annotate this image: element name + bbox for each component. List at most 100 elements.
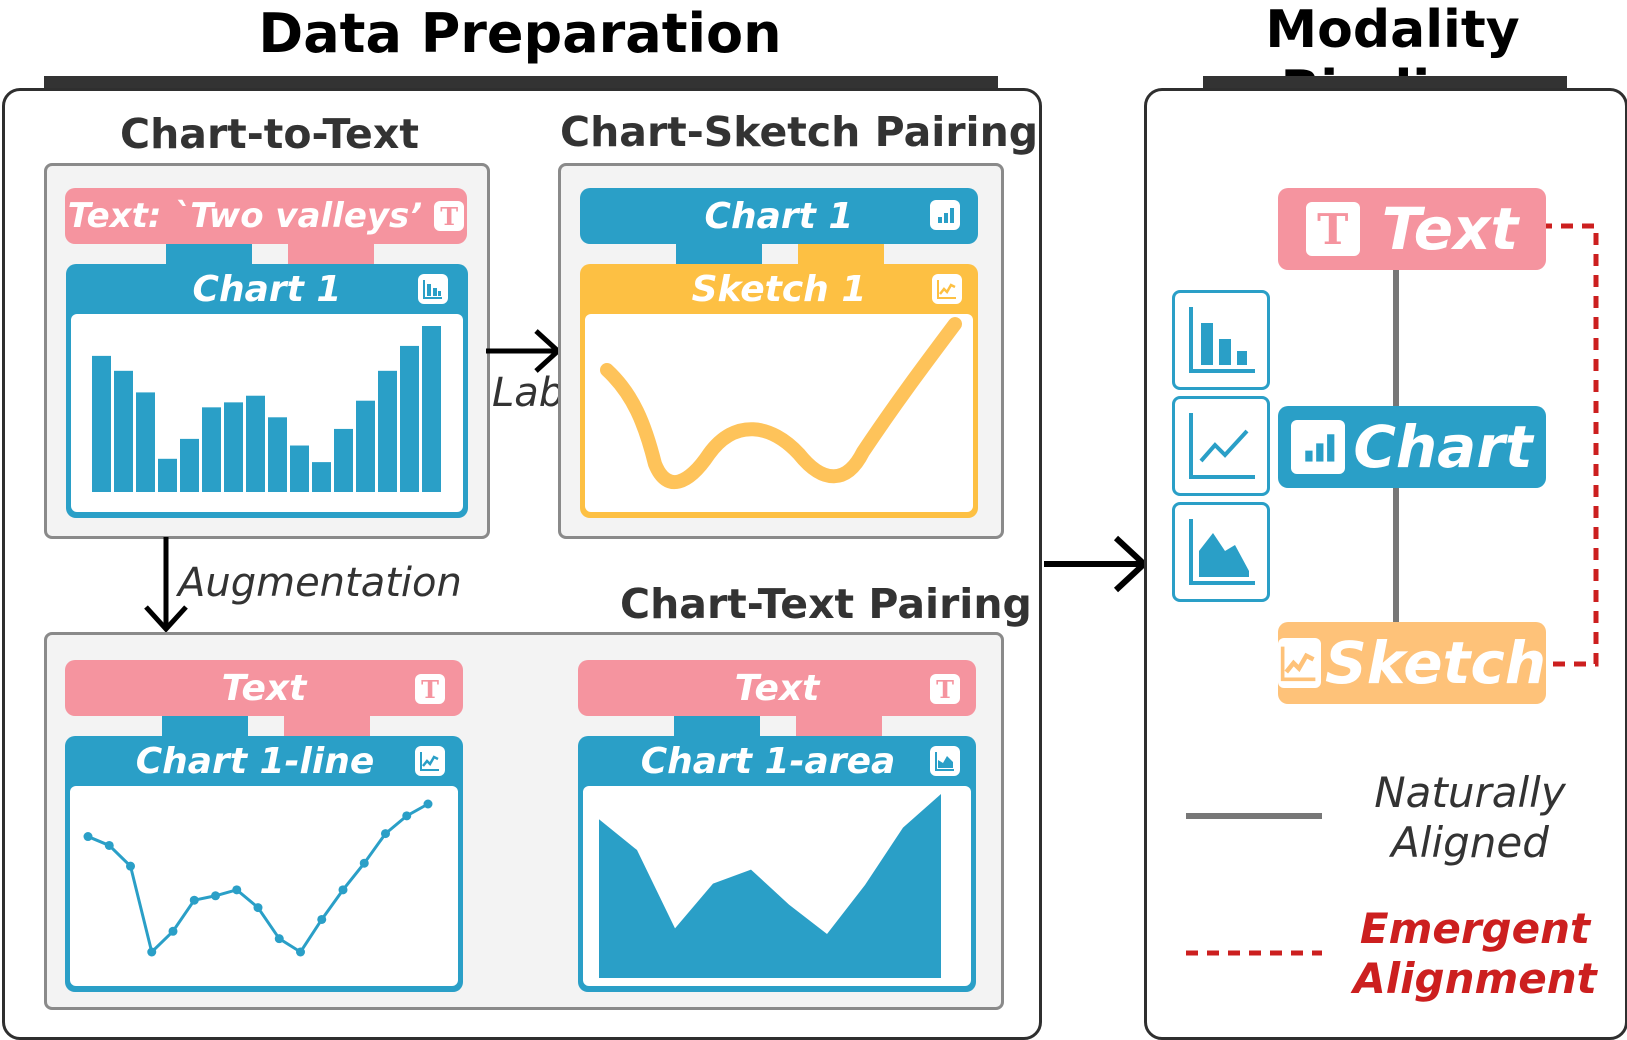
text-pill-right: Text	[578, 660, 976, 716]
binding-text-label: Text	[1381, 195, 1519, 263]
bar	[224, 402, 243, 492]
legend-emergent-line-1: Emergent	[1359, 904, 1591, 953]
text-pill-left: Text	[65, 660, 463, 716]
legend-natural-line-2: Aligned	[1391, 818, 1549, 867]
binding-text-node: T Text	[1278, 188, 1546, 270]
text-pill-left-label: Text	[221, 667, 307, 709]
connector-yellow	[798, 244, 884, 264]
bar-chart-icon-card	[1172, 290, 1270, 390]
connector-blue-2	[676, 244, 762, 264]
connector-blue-3	[162, 716, 248, 736]
chart-1-area-label: Chart 1-area	[640, 740, 896, 782]
connector-blue	[166, 244, 252, 264]
line-chart	[83, 799, 433, 957]
legend-natural-line-1: Naturally	[1374, 768, 1566, 817]
augmentation-label: Augmentation	[178, 560, 462, 606]
bar	[422, 326, 441, 492]
legend-emergent-line-2: Alignment	[1353, 954, 1597, 1003]
line-point	[211, 891, 220, 901]
binding-sketch-icon	[1278, 638, 1321, 688]
legend-natural-swatch	[1186, 813, 1322, 819]
bar	[158, 458, 177, 492]
bar-chart-icon	[418, 274, 448, 304]
labeling-arrow	[486, 329, 562, 373]
line-point	[359, 858, 369, 868]
text-t-icon-left: T	[415, 674, 445, 704]
line-point	[232, 885, 242, 895]
bar-chart-icon-2	[930, 200, 960, 230]
bar	[114, 370, 133, 492]
bar	[356, 400, 375, 492]
bar	[136, 392, 155, 492]
bar	[246, 395, 265, 492]
bar	[92, 355, 111, 492]
chart-text-pairing-heading: Chart-Text Pairing	[620, 580, 1032, 628]
text-pill-right-label: Text	[734, 667, 820, 709]
binding-sketch-label: Sketch	[1324, 629, 1546, 697]
area-chart-icon-card	[1172, 502, 1270, 602]
line-series	[87, 802, 429, 955]
chart-1-pill-label: Chart 1	[704, 195, 854, 237]
bar	[268, 417, 287, 492]
text-t-icon-right: T	[930, 674, 960, 704]
line-point	[126, 861, 135, 871]
chart-1-line-card: Chart 1-line	[65, 736, 463, 992]
chart-1-pill: Chart 1	[580, 188, 978, 244]
data-preparation-title: Data Preparation	[258, 2, 782, 65]
line-point	[189, 895, 199, 905]
bar	[290, 445, 309, 492]
augmentation-arrow	[144, 537, 188, 633]
chart-1-area-card: Chart 1-area	[578, 736, 976, 992]
bar	[334, 428, 353, 492]
binding-chart-label: Chart	[1353, 413, 1533, 481]
chart-1-card: Chart 1	[66, 264, 468, 518]
line-point	[274, 934, 284, 944]
chart-to-text-heading: Chart-to-Text	[120, 110, 419, 158]
line-point	[402, 811, 412, 821]
line-point	[253, 903, 263, 913]
connector-pink-4	[796, 716, 882, 736]
line-point	[338, 885, 348, 895]
binding-chart-node: Chart	[1278, 406, 1546, 488]
connector-pink-3	[284, 716, 370, 736]
text-t-icon: T	[434, 201, 465, 231]
line-point	[168, 926, 178, 936]
bar	[400, 345, 419, 492]
bar	[378, 370, 397, 492]
text-label: Text: `Two valleys’	[67, 196, 423, 236]
connector-blue-4	[674, 716, 760, 736]
area-chart-icon	[930, 746, 960, 776]
line-point	[147, 947, 157, 957]
line-point	[104, 840, 114, 850]
area-chart	[599, 794, 941, 978]
binding-sketch-node: Sketch	[1278, 622, 1546, 704]
sketch-curve	[600, 317, 962, 490]
line-point	[317, 914, 327, 924]
binding-arrow	[1044, 535, 1149, 593]
legend-natural-text: Naturally Aligned	[1350, 768, 1590, 868]
line-point	[423, 799, 433, 809]
emergent-alignment-line	[1540, 223, 1599, 667]
bar	[312, 462, 331, 492]
binding-chart-icon	[1291, 420, 1346, 474]
chart-sketch-pairing-heading: Chart-Sketch Pairing	[560, 108, 1039, 156]
line-point	[83, 832, 93, 842]
line-chart-icon-card	[1172, 396, 1270, 496]
sketch-1-label: Sketch 1	[691, 268, 867, 310]
bar	[180, 438, 199, 492]
chart-1-line-label: Chart 1-line	[135, 740, 375, 782]
legend-emergent-text: Emergent Alignment	[1340, 904, 1610, 1004]
text-label-pill: Text: `Two valleys’ T	[65, 188, 467, 244]
sketch-1-card: Sketch 1	[580, 264, 978, 518]
legend-emergent-swatch	[1186, 950, 1322, 956]
chart-1-label: Chart 1	[192, 268, 342, 310]
line-chart-icon	[415, 746, 445, 776]
connector-pink	[288, 244, 374, 264]
bar-chart	[92, 326, 441, 492]
line-point	[296, 947, 305, 957]
binding-text-icon: T	[1305, 202, 1360, 256]
line-point	[381, 829, 390, 839]
area-series	[599, 794, 941, 978]
bar	[202, 407, 221, 492]
sketch-icon	[932, 274, 962, 304]
